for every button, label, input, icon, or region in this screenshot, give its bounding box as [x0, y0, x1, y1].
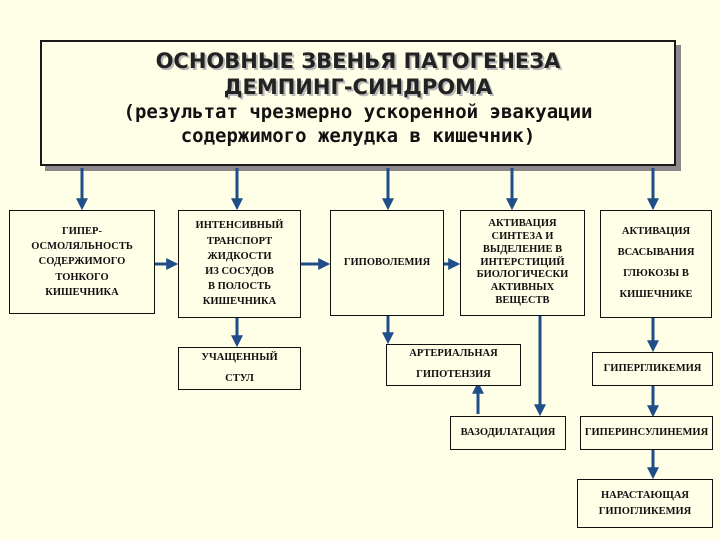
label-arterial-hypotension: АРТЕРИАЛЬНАЯ ГИПОТЕНЗИЯ — [409, 348, 498, 381]
box-activation-glucose: АКТИВАЦИЯ ВСАСЫВАНИЯ ГЛЮКОЗЫ В КИШЕЧНИКЕ — [600, 210, 712, 318]
box-vasodilation: ВАЗОДИЛАТАЦИЯ — [450, 416, 566, 450]
label-hypoglycemia: НАРАСТАЮЩАЯ ГИПОГЛИКЕМИЯ — [598, 490, 692, 517]
box-hyperglycemia: ГИПЕРГЛИКЕМИЯ — [592, 352, 713, 386]
label-hyperglycemia: ГИПЕРГЛИКЕМИЯ — [603, 363, 702, 375]
diagram-subtitle: (результат чрезмерно ускоренной эвакуаци… — [123, 101, 593, 147]
box-hyperosmolarity: ГИПЕР- ОСМОЛЯЛЬНОСТЬ СОДЕРЖИМОГО ТОНКОГО… — [9, 210, 155, 314]
label-activation-bio: АКТИВАЦИЯ СИНТЕЗА И ВЫДЕЛЕНИЕ В ИНТЕРСТИ… — [476, 218, 569, 306]
title-box: ОСНОВНЫЕ ЗВЕНЬЯ ПАТОГЕНЕЗА ДЕМПИНГ-СИНДР… — [40, 40, 676, 166]
box-arterial-hypotension: АРТЕРИАЛЬНАЯ ГИПОТЕНЗИЯ — [386, 344, 521, 386]
label-hypovolemia: ГИПОВОЛЕМИЯ — [343, 257, 431, 269]
label-vasodilation: ВАЗОДИЛАТАЦИЯ — [460, 427, 556, 439]
label-frequent-stool: УЧАЩЕННЫЙ СТУЛ — [201, 351, 278, 384]
box-frequent-stool: УЧАЩЕННЫЙ СТУЛ — [178, 347, 301, 390]
box-hypovolemia: ГИПОВОЛЕМИЯ — [330, 210, 444, 316]
label-activation-glucose: АКТИВАЦИЯ ВСАСЫВАНИЯ ГЛЮКОЗЫ В КИШЕЧНИКЕ — [617, 226, 695, 301]
label-transport: ИНТЕНСИВНЫЙ ТРАНСПОРТ ЖИДКОСТИ ИЗ СОСУДО… — [195, 220, 284, 308]
box-activation-bio: АКТИВАЦИЯ СИНТЕЗА И ВЫДЕЛЕНИЕ В ИНТЕРСТИ… — [460, 210, 585, 316]
box-hyperinsulinemia: ГИПЕРИНСУЛИНЕМИЯ — [580, 416, 713, 450]
label-hyperosmolarity: ГИПЕР- ОСМОЛЯЛЬНОСТЬ СОДЕРЖИМОГО ТОНКОГО… — [31, 225, 133, 298]
box-transport: ИНТЕНСИВНЫЙ ТРАНСПОРТ ЖИДКОСТИ ИЗ СОСУДО… — [178, 210, 301, 318]
label-hyperinsulinemia: ГИПЕРИНСУЛИНЕМИЯ — [584, 427, 709, 439]
diagram-title: ОСНОВНЫЕ ЗВЕНЬЯ ПАТОГЕНЕЗА ДЕМПИНГ-СИНДР… — [155, 49, 561, 99]
box-hypoglycemia: НАРАСТАЮЩАЯ ГИПОГЛИКЕМИЯ — [577, 479, 713, 528]
